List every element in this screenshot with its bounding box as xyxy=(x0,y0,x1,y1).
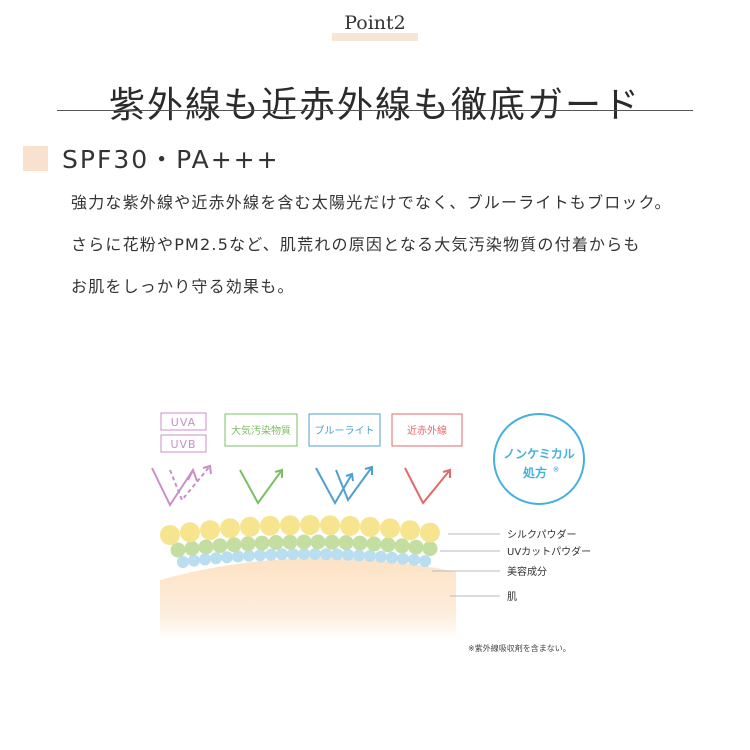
near-infrared-label: 近赤外線 xyxy=(407,424,447,437)
uv-cut-bead xyxy=(226,537,242,553)
badge-line-2: 処方 xyxy=(522,465,547,480)
uv-cut-powder-label: UVカットパウダー xyxy=(507,545,591,558)
uvb-label: UVB xyxy=(170,438,196,451)
silk-bead xyxy=(260,515,280,536)
beauty-bead xyxy=(265,548,277,561)
silk-powder-label: シルクパウダー xyxy=(507,528,577,541)
uv-cut-bead xyxy=(366,536,382,552)
non-chemical-badge: ノンケミカル 処方 ※ xyxy=(493,413,585,505)
beauty-ingredient-layer xyxy=(177,548,431,568)
silk-bead xyxy=(340,515,360,536)
beauty-bead xyxy=(320,548,332,561)
beauty-bead xyxy=(254,549,266,562)
uv-cut-bead xyxy=(240,536,256,552)
beauty-bead xyxy=(221,551,233,564)
uv-cut-bead xyxy=(310,534,326,550)
uv-cut-bead xyxy=(184,540,200,556)
near-infrared-label-box: 近赤外線 xyxy=(391,413,463,447)
skin-label: 肌 xyxy=(507,591,517,603)
beauty-bead xyxy=(188,554,200,567)
section-body: 強力な紫外線や近赤外線を含む太陽光だけでなく、ブルーライトもブロック。 さらに花… xyxy=(71,182,741,308)
near-infrared-reflect-arrow xyxy=(404,467,451,505)
silk-bead xyxy=(300,515,320,535)
silk-bead xyxy=(360,516,380,537)
section-heading: SPF30・PA+++ xyxy=(62,145,280,174)
beauty-bead xyxy=(364,550,376,562)
blue-light-label: ブルーライト xyxy=(315,424,375,437)
uv-cut-bead xyxy=(198,539,214,555)
uv-cut-bead xyxy=(254,535,270,551)
silk-bead xyxy=(420,522,440,543)
pollution-reflect-arrow xyxy=(239,468,283,505)
uv-cut-bead xyxy=(282,534,298,550)
beauty-bead xyxy=(419,555,431,568)
beauty-bead xyxy=(353,549,365,562)
beauty-bead xyxy=(397,552,409,565)
uv-cut-bead xyxy=(338,535,354,551)
pollution-label: 大気汚染物質 xyxy=(231,424,291,437)
badge-mark: ※ xyxy=(553,465,560,474)
uvb-label-box: UVB xyxy=(160,434,207,453)
blue-light-reflect-arrows xyxy=(315,465,373,506)
beauty-bead xyxy=(177,556,189,568)
uv-cut-bead xyxy=(296,534,312,550)
silk-bead xyxy=(200,520,220,541)
body-line-3: お肌をしっかり守る効果も。 xyxy=(71,277,295,296)
silk-bead xyxy=(380,518,400,539)
beauty-bead xyxy=(375,550,387,563)
uva-label-box: UVA xyxy=(160,412,207,431)
uv-reflect-arrows xyxy=(151,464,212,508)
beauty-bead xyxy=(199,553,211,566)
uv-cut-bead xyxy=(352,535,368,551)
uv-cut-bead xyxy=(212,538,228,554)
silk-bead xyxy=(180,522,200,543)
silk-bead xyxy=(240,516,260,537)
uv-cut-bead xyxy=(380,537,396,553)
silk-powder-layer xyxy=(160,515,440,545)
blue-light-label-box: ブルーライト xyxy=(308,413,381,447)
beauty-bead xyxy=(408,553,420,566)
uv-cut-bead xyxy=(170,542,186,558)
pollution-label-box: 大気汚染物質 xyxy=(224,413,298,447)
beauty-bead xyxy=(276,548,288,561)
uv-cut-bead xyxy=(422,541,438,557)
beauty-bead xyxy=(331,548,343,561)
beauty-bead xyxy=(210,552,222,565)
point-label-underline xyxy=(332,33,418,41)
beauty-bead xyxy=(342,548,354,561)
title-divider xyxy=(57,110,693,111)
silk-bead xyxy=(160,525,180,545)
beauty-bead xyxy=(243,549,255,562)
footnote: ※紫外線吸収剤を含まない。 xyxy=(468,643,571,653)
point-label: Point2 xyxy=(344,12,406,34)
silk-bead xyxy=(280,515,300,536)
section-marker xyxy=(23,146,48,171)
uv-cut-bead xyxy=(394,538,410,554)
uva-label: UVA xyxy=(171,416,196,429)
body-line-1: 強力な紫外線や近赤外線を含む太陽光だけでなく、ブルーライトもブロック。 xyxy=(71,193,672,212)
beauty-bead xyxy=(287,548,299,561)
beauty-bead xyxy=(309,548,321,560)
leader-lines xyxy=(432,533,500,597)
uv-cut-bead xyxy=(408,539,424,555)
beauty-bead xyxy=(298,548,310,560)
body-line-2: さらに花粉やPM2.5など、肌荒れの原因となる大気汚染物質の付着からも xyxy=(71,235,641,254)
badge-line-1: ノンケミカル xyxy=(503,447,575,461)
uv-cut-powder-layer xyxy=(170,534,438,558)
silk-bead xyxy=(220,518,240,539)
beauty-ingredient-label: 美容成分 xyxy=(507,565,547,578)
uv-cut-bead xyxy=(324,534,340,550)
skin-layer xyxy=(160,557,456,640)
page-title: 紫外線も近赤外線も徹底ガード xyxy=(108,85,641,127)
beauty-bead xyxy=(232,550,244,563)
uv-cut-bead xyxy=(268,535,284,550)
beauty-bead xyxy=(386,551,398,564)
silk-bead xyxy=(320,515,340,536)
silk-bead xyxy=(400,520,420,541)
